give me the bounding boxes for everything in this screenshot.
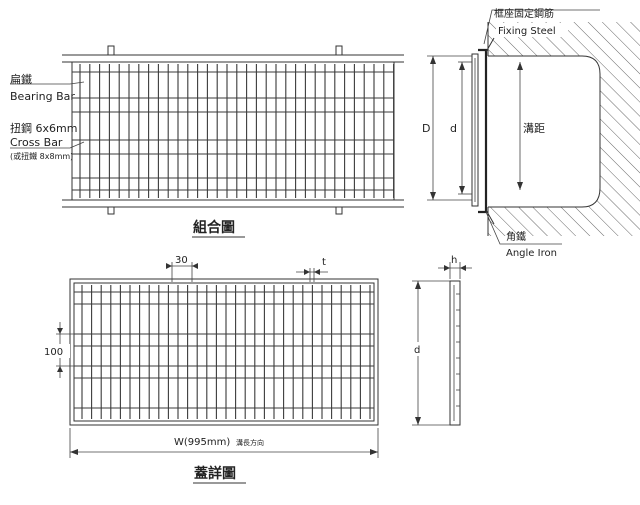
cross-bar-note: (或扭鐵 8x8mm) (10, 151, 73, 161)
dim-h-arrow-right (460, 265, 466, 271)
dim-W-label: W(995mm) (174, 437, 230, 448)
cover-side-ticks (456, 293, 460, 407)
cover-cross-bars (74, 291, 374, 409)
dim-100-label: 100 (44, 347, 63, 358)
dim-W-arrow-right (370, 449, 378, 455)
dim-t-arrow-right (314, 269, 320, 275)
dim-D-label: D (422, 122, 430, 135)
fixing-steel-en-label: Fixing Steel (498, 26, 556, 37)
assembly-grating-frame (71, 61, 395, 201)
bearing-bar-leader (10, 81, 85, 85)
dim-side-d-arrow-top (415, 281, 421, 289)
fixing-steel-cn-label: 框座固定鋼筋 (494, 7, 554, 20)
cover-title: 蓋詳圖 (194, 465, 236, 482)
assembly-title: 組合圖 (193, 219, 235, 236)
dim-side-d-arrow-bottom (415, 417, 421, 425)
dim-100-label-bg (42, 344, 70, 358)
cross-bar-leader (10, 141, 85, 149)
angle-iron-leader (485, 211, 562, 245)
dim-100-arrow-top (57, 328, 63, 334)
bearing-bar-cn-label: 扁鐵 (10, 72, 32, 86)
dim-side-d-label-bg (412, 342, 424, 356)
fixing-steel-leader (483, 9, 600, 45)
dim-h-arrow-left (444, 265, 450, 271)
assembly-cross-bars (72, 71, 394, 191)
angle-iron (478, 48, 488, 214)
dim-30-arrow-left (166, 263, 172, 269)
dim-t-arrow-left (304, 269, 310, 275)
angle-iron-en-label: Angle Iron (506, 248, 557, 259)
dim-W-note: 溝長方向 (236, 438, 264, 447)
dim-D-arrow-top (430, 56, 436, 64)
fixing-steel-top (485, 37, 495, 53)
dim-d-arrow-top (459, 62, 465, 70)
cover-bearing-bars (81, 285, 371, 419)
dim-W-arrow-left (70, 449, 78, 455)
trench-width-arrow-bottom (517, 182, 523, 190)
cross-bar-en-label: Cross Bar (10, 136, 63, 149)
trench-width-arrow-top (517, 62, 523, 70)
trench-width-label: 溝距 (523, 122, 545, 135)
dim-t-label: t (322, 257, 326, 268)
angle-iron-cn-label: 角鐵 (506, 230, 526, 243)
cover-detail-view: 30 t 100 W(995mm) 溝長方向 蓋詳圖 (42, 255, 379, 484)
dim-d-label: d (450, 122, 457, 135)
dim-h-label: h (451, 255, 457, 266)
trench-width-label-bg (521, 120, 549, 136)
trench-outline (488, 55, 601, 208)
dim-30-arrow-right (192, 263, 198, 269)
assembly-fixing-tabs (107, 45, 343, 215)
dim-d-arrow-bottom (459, 186, 465, 194)
cover-side-profile (449, 280, 461, 426)
assembly-bearing-bars (79, 64, 395, 198)
cover-side-view: h d (412, 255, 472, 426)
section-view: D d 溝距 框座固定鋼筋 Fixing Steel 角鐵 Angle Iron (422, 7, 640, 259)
cross-bar-cn-label: 扭鋼 6x6mm (10, 121, 77, 135)
dim-D-arrow-bottom (430, 192, 436, 200)
cover-frame-inner (73, 282, 375, 422)
grating-section (471, 53, 479, 207)
assembly-view: 扁鐵 Bearing Bar 扭鋼 6x6mm Cross Bar (或扭鐵 8… (10, 45, 404, 238)
dim-side-d-label: d (414, 345, 420, 356)
dim-30-label: 30 (175, 255, 188, 266)
fixing-steel-en-bg (496, 23, 568, 37)
concrete-hatch (488, 22, 640, 236)
bearing-bar-en-label: Bearing Bar (10, 90, 75, 103)
fixing-steel-bottom (485, 209, 495, 225)
dim-100-arrow-bottom (57, 366, 63, 372)
